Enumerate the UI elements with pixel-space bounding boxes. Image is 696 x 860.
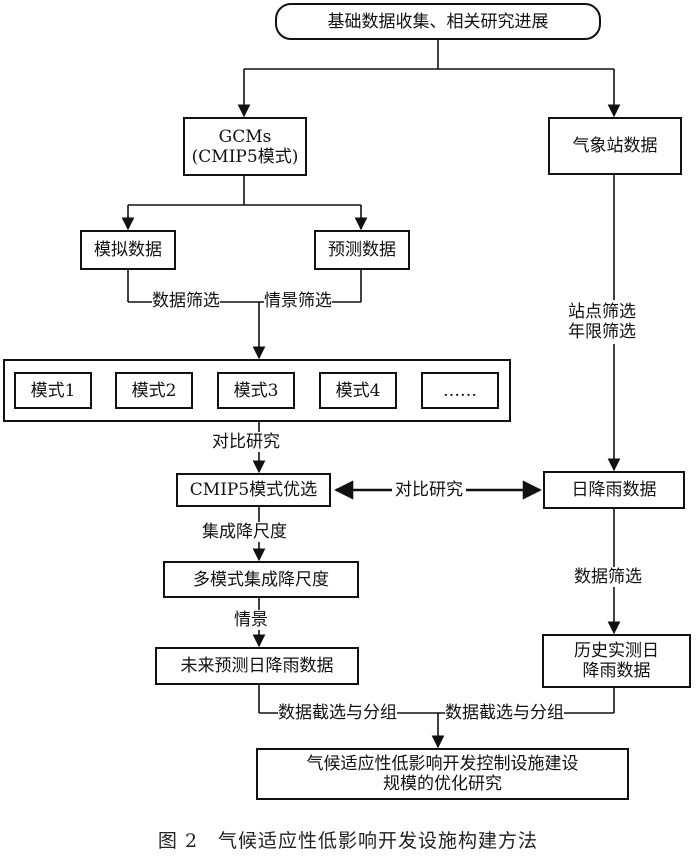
data-collection-label: 基础数据收集、相关研究进展 xyxy=(327,11,549,32)
model-3-label: 模式3 xyxy=(233,380,279,401)
projected-data-node: 预测数据 xyxy=(314,230,410,270)
future-rain-label: 未来预测日降雨数据 xyxy=(180,656,334,676)
optimization-study-line1: 气候适应性低影响开发控制设施建设 xyxy=(306,754,579,774)
model-more-label: …… xyxy=(443,380,477,401)
daily-rain-node: 日降雨数据 xyxy=(543,471,685,509)
gcm-label-line2: (CMIP5模式) xyxy=(191,146,299,167)
cmip5-select-label: CMIP5模式优选 xyxy=(189,480,318,500)
cmip5-select-node: CMIP5模式优选 xyxy=(176,473,331,507)
optimization-study-line2: 规模的优化研究 xyxy=(383,774,502,794)
model-2-label: 模式2 xyxy=(131,380,177,401)
compare-label-middle: 对比研究 xyxy=(392,480,466,500)
gcm-label-line1: GCMs xyxy=(218,126,272,147)
ensemble-downscaling-label: 集成降尺度 xyxy=(202,522,287,542)
model-3-node: 模式3 xyxy=(217,372,295,409)
historical-rain-line2: 降雨数据 xyxy=(582,661,651,681)
figure-caption: 图 2 气候适应性低影响开发设施构建方法 xyxy=(157,830,539,852)
weather-station-label: 气象站数据 xyxy=(572,136,658,156)
year-filter-line2: 年限筛选 xyxy=(568,322,636,342)
compare-label-models: 对比研究 xyxy=(212,432,280,452)
data-filter-label-2: 数据筛选 xyxy=(574,567,642,587)
optimization-study-node: 气候适应性低影响开发控制设施建设 规模的优化研究 xyxy=(256,748,629,800)
multi-model-ensemble-label: 多模式集成降尺度 xyxy=(193,569,329,590)
gcm-node: GCMs (CMIP5模式) xyxy=(183,117,307,176)
scenario-label: 情景 xyxy=(234,610,268,630)
model-4-node: 模式4 xyxy=(319,372,397,409)
model-more-node: …… xyxy=(421,372,499,409)
data-filter-label: 数据筛选 xyxy=(152,291,220,311)
model-1-label: 模式1 xyxy=(30,380,76,401)
scenario-filter-label: 情景筛选 xyxy=(264,291,332,311)
future-rain-node: 未来预测日降雨数据 xyxy=(155,647,359,685)
daily-rain-label: 日降雨数据 xyxy=(571,480,657,500)
simulated-data-label: 模拟数据 xyxy=(94,240,162,260)
station-filter-line1: 站点筛选 xyxy=(568,302,636,322)
data-collection-node: 基础数据收集、相关研究进展 xyxy=(275,3,601,40)
model-2-node: 模式2 xyxy=(115,372,193,409)
multi-model-ensemble-node: 多模式集成降尺度 xyxy=(163,561,359,598)
cut-group-label-right: 数据截选与分组 xyxy=(445,703,564,723)
weather-station-node: 气象站数据 xyxy=(548,117,682,175)
model-1-node: 模式1 xyxy=(14,372,92,409)
projected-data-label: 预测数据 xyxy=(328,240,396,260)
historical-rain-node: 历史实测日 降雨数据 xyxy=(542,634,691,688)
model-4-label: 模式4 xyxy=(335,380,381,401)
simulated-data-node: 模拟数据 xyxy=(80,230,176,270)
cut-group-label-left: 数据截选与分组 xyxy=(278,703,397,723)
historical-rain-line1: 历史实测日 xyxy=(574,641,659,661)
station-filter-label: 站点筛选 年限筛选 xyxy=(568,300,636,344)
